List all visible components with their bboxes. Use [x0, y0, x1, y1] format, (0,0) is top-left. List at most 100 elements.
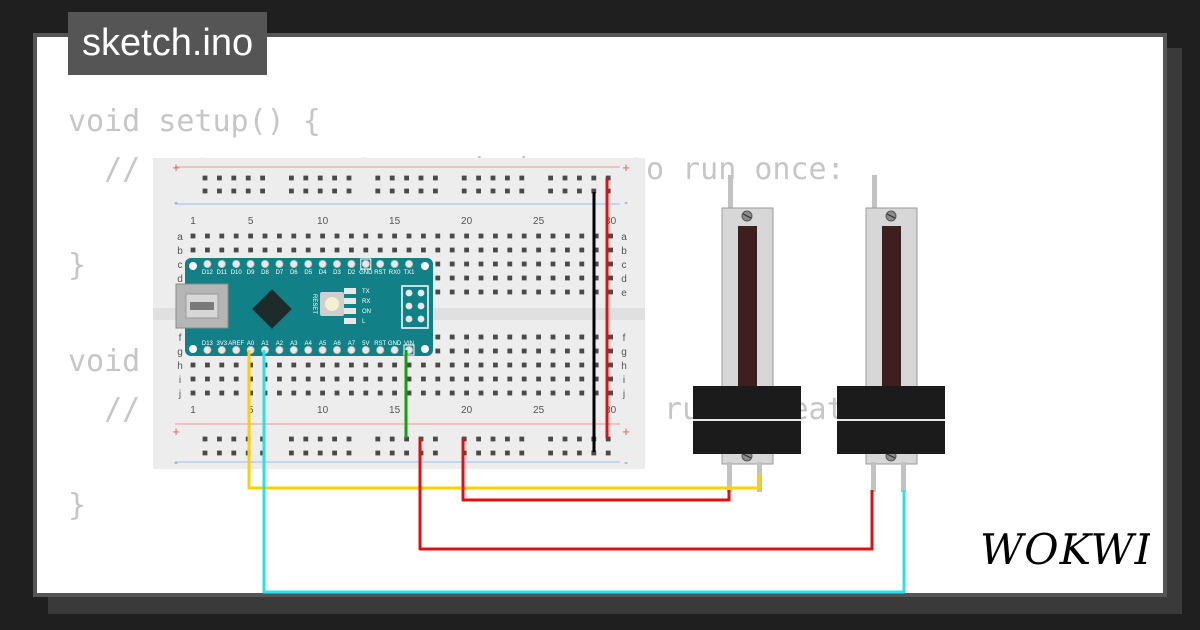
rail-hole [519, 436, 525, 442]
pin-label: 3V3 [216, 341, 227, 347]
breadboard-hole [579, 362, 585, 368]
column-number: 15 [389, 216, 401, 227]
row-letter: b [177, 246, 183, 257]
rail-hole [332, 175, 337, 181]
rail-hole [317, 175, 323, 181]
breadboard-hole [507, 247, 513, 253]
pin-label: D4 [319, 270, 327, 276]
breadboard-hole [377, 376, 383, 382]
breadboard-hole [507, 348, 513, 354]
breadboard-hole [449, 362, 455, 368]
header-pin [376, 345, 385, 354]
breadboard-hole [262, 233, 268, 239]
pin-label: D7 [276, 270, 284, 276]
column-number: 20 [461, 405, 473, 416]
rail-hole [389, 436, 395, 442]
pin-label: D10 [231, 270, 243, 276]
breadboard-hole [205, 247, 210, 253]
rail-hole [577, 175, 582, 181]
rail-hole [461, 175, 467, 181]
rail-hole [346, 188, 352, 194]
column-number: 15 [389, 405, 401, 416]
breadboard-hole [521, 261, 527, 267]
breadboard-hole [277, 376, 282, 382]
breadboard-hole [334, 390, 340, 396]
rail-hole [202, 175, 208, 181]
breadboard-hole [579, 233, 585, 239]
breadboard-hole [291, 233, 297, 239]
reset-label: RESET [311, 294, 317, 314]
column-number: 25 [533, 216, 545, 227]
rail-hole [433, 450, 438, 456]
breadboard-hole [536, 334, 541, 340]
rail-hole [433, 175, 438, 181]
breadboard-hole [593, 233, 599, 239]
rail-hole [418, 175, 424, 181]
wire-yellow[interactable] [247, 350, 761, 490]
rail-hole [519, 188, 525, 194]
pin-label: A7 [348, 341, 356, 347]
icsp-pin [417, 289, 425, 297]
column-number: 30 [605, 216, 617, 227]
pin-label: D11 [217, 270, 228, 276]
breadboard-hole [435, 275, 441, 281]
breadboard-hole [593, 348, 599, 354]
rail-hole [476, 450, 481, 456]
row-letter: i [179, 375, 181, 386]
breadboard-hole [377, 362, 383, 368]
breadboard-hole [435, 289, 441, 295]
breadboard-hole [608, 362, 613, 368]
breadboard-hole [406, 247, 412, 253]
breadboard-hole [435, 233, 441, 239]
rail-hole [260, 188, 265, 194]
wire-red[interactable] [461, 438, 731, 502]
breadboard-hole [233, 376, 239, 382]
row-letter: j [622, 389, 625, 400]
breadboard-hole [377, 233, 383, 239]
slide-potentiometer[interactable] [693, 175, 801, 492]
rail-minus-label: - [624, 195, 628, 209]
breadboard-hole [363, 362, 369, 368]
row-letter: d [621, 274, 627, 285]
breadboard-hole [349, 247, 354, 253]
breadboard-hole [464, 275, 469, 281]
breadboard-hole [536, 233, 541, 239]
breadboard-hole [593, 261, 599, 267]
breadboard-hole [349, 362, 354, 368]
rail-hole [548, 188, 553, 194]
breadboard-hole [507, 275, 513, 281]
breadboard-hole [550, 289, 556, 295]
breadboard-hole [478, 275, 484, 281]
breadboard-hole [248, 376, 253, 382]
wire-cyan[interactable] [262, 350, 906, 594]
breadboard-hole [363, 390, 369, 396]
breadboard-hole [507, 233, 513, 239]
breadboard-hole [608, 289, 613, 295]
breadboard-hole [421, 247, 426, 253]
pin-label: A3 [290, 341, 298, 347]
wire-red[interactable] [418, 438, 874, 551]
header-pin [217, 259, 226, 268]
row-letter: h [177, 361, 183, 372]
breadboard-hole [449, 261, 455, 267]
rail-hole [303, 175, 309, 181]
breadboard-hole [464, 390, 469, 396]
header-pin [232, 345, 241, 354]
breadboard-hole [435, 362, 441, 368]
breadboard-hole [233, 247, 239, 253]
row-letter: d [177, 274, 183, 285]
breadboard-hole [579, 275, 585, 281]
breadboard-hole [608, 390, 613, 396]
breadboard-hole [377, 390, 383, 396]
breadboard-hole [521, 334, 527, 340]
breadboard-hole [478, 289, 484, 295]
breadboard-hole [421, 376, 426, 382]
rail-hole [303, 436, 309, 442]
rail-hole [289, 188, 294, 194]
pin-label: D6 [290, 270, 298, 276]
slide-potentiometer[interactable] [837, 175, 945, 492]
breadboard-hole [464, 289, 469, 295]
rail-hole [562, 175, 568, 181]
rail-hole [591, 450, 597, 456]
breadboard-hole [521, 348, 527, 354]
